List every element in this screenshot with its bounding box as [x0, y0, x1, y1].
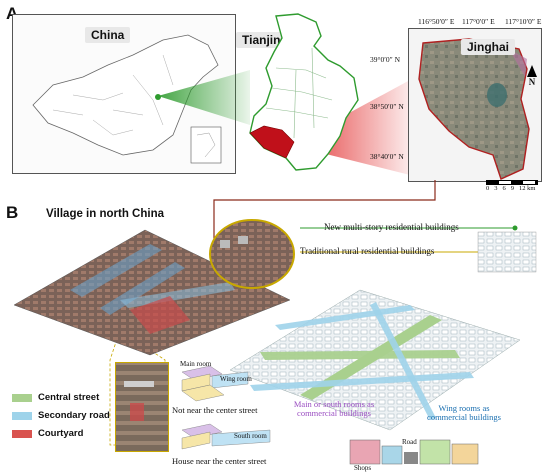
near-label: House near the center street — [172, 456, 267, 466]
scale-tick-3: 9 — [510, 185, 514, 192]
scale-tick-2: 6 — [502, 185, 506, 192]
scale-bar: 0 3 6 9 12 km — [486, 180, 540, 198]
legend-swatch-central-street — [12, 393, 32, 402]
legend-swatch-secondary-road — [12, 411, 32, 420]
legend-label-central-street: Central street — [38, 392, 100, 403]
scale-tick-4: 12 km — [519, 185, 536, 192]
lon-label-3: 117°10′0″ E — [505, 17, 542, 26]
legend-label-courtyard: Courtyard — [38, 428, 84, 439]
scale-tick-0: 0 — [486, 185, 490, 192]
magnifier-circle — [209, 219, 295, 289]
road-label: Road — [402, 438, 417, 446]
lat-label-3: 38°40′0″ N — [370, 152, 404, 161]
panel-b-title: Village in north China — [46, 208, 164, 220]
china-title: China — [85, 27, 131, 43]
panel-b-label: B — [6, 203, 19, 222]
new-buildings-label: New multi-story residential buildings — [324, 222, 459, 232]
legend-secondary-road: Secondary road — [12, 410, 110, 421]
tianjin-title: Tianjin — [236, 32, 287, 48]
north-arrow: N — [527, 65, 537, 87]
main-room-label: Main room — [180, 360, 212, 368]
jinghai-map-box: Jinghai N — [408, 28, 542, 182]
jinghai-title: Jinghai — [461, 39, 516, 55]
wing-room-label: Wing room — [220, 375, 252, 383]
not-near-label: Not near the center street — [172, 405, 258, 415]
wing-commercial-label: Wing rooms as commercial buildings — [427, 403, 501, 423]
legend-label-secondary-road: Secondary road — [38, 410, 110, 421]
jinghai-highlight — [249, 125, 295, 159]
lon-label-1: 116°50′0″ E — [418, 17, 455, 26]
legend-central-street: Central street — [12, 392, 99, 403]
lon-label-2: 117°0′0″ E — [462, 17, 495, 26]
north-arrow-icon — [527, 65, 537, 77]
south-china-sea-inset — [190, 126, 222, 164]
main-south-commercial-label: Main or south rooms as commercial buildi… — [293, 399, 375, 419]
scale-tick-1: 3 — [494, 185, 498, 192]
south-room-label: South room — [234, 432, 267, 440]
shops-label: Shops — [354, 464, 372, 472]
traditional-buildings-label: Traditional rural residential buildings — [300, 246, 435, 256]
tianjin-map: Tianjin — [236, 8, 366, 178]
legend-swatch-courtyard — [12, 429, 32, 438]
lat-label-2: 38°50′0″ N — [370, 102, 404, 111]
north-label: N — [528, 77, 536, 87]
courtyard-satellite-crop — [115, 362, 169, 452]
lat-label-1: 39°0′0″ N — [370, 55, 401, 64]
legend-courtyard: Courtyard — [12, 428, 83, 439]
